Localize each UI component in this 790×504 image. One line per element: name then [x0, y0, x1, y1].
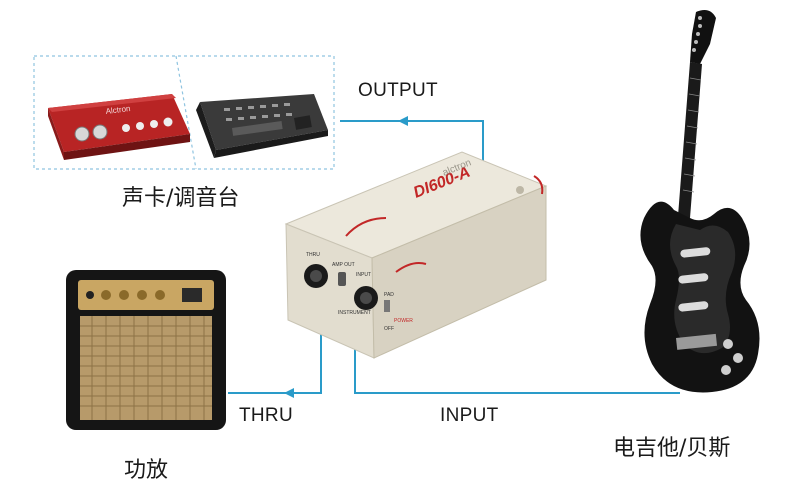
thru-label: THRU	[239, 405, 293, 426]
input-label: INPUT	[440, 405, 499, 426]
panel-instrument-text: INSTRUMENT	[338, 310, 371, 316]
panel-amp-out-text: AMP OUT	[332, 262, 355, 268]
panel-input-text: INPUT	[356, 272, 371, 278]
audio-interface-image: Alctron	[48, 94, 190, 160]
mixer-image	[196, 94, 328, 158]
output-label: OUTPUT	[358, 80, 438, 101]
panel-pad-text: PAD	[384, 292, 394, 298]
panel-power-text: POWER	[394, 318, 413, 324]
interface-brand-text: Alctron	[105, 104, 131, 116]
guitar-label: 电吉他/贝斯	[613, 436, 731, 461]
guitar-image	[640, 10, 760, 393]
interface-label: 声卡/调音台	[122, 186, 240, 211]
di-box-image: DI600-A alctron THRU AMP OUT INPUT INSTR…	[284, 151, 548, 359]
output-cable	[340, 120, 484, 163]
thru-arrow-icon	[284, 388, 294, 398]
output-arrow-icon	[398, 116, 408, 126]
panel-off-text: OFF	[384, 326, 394, 332]
amp-image	[66, 270, 226, 430]
panel-thru-text: THRU	[306, 252, 320, 258]
amp-label: 功放	[124, 458, 169, 483]
